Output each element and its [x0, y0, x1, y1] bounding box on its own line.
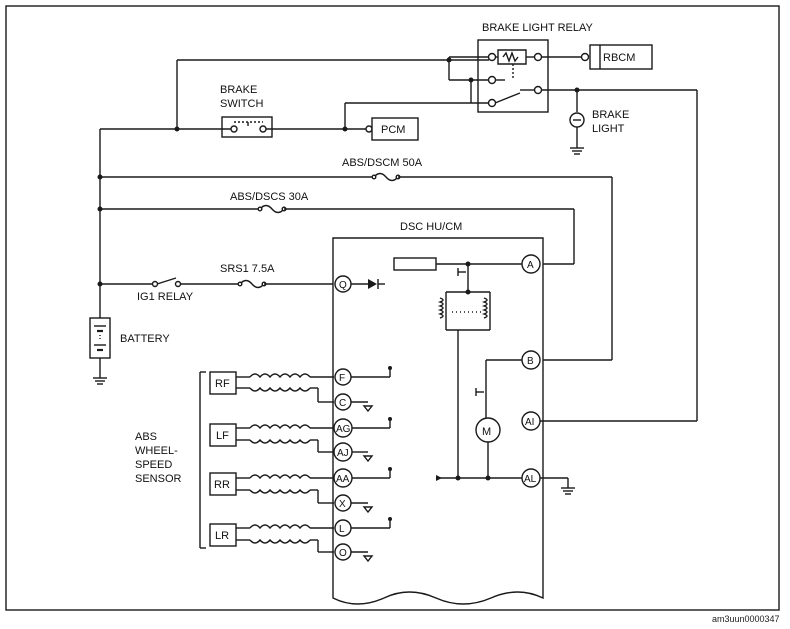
- abs-sensor-label-2: WHEEL-: [135, 445, 178, 457]
- svg-text:AL: AL: [524, 474, 537, 485]
- svg-text:A: A: [527, 260, 534, 271]
- svg-text:AG: AG: [336, 424, 351, 435]
- diagram-frame: [5, 5, 780, 611]
- abs-dscm-fuse-label: ABS/DSCM 50A: [342, 157, 423, 169]
- dsc-hucm-module: [332, 237, 544, 605]
- svg-text:F: F: [339, 373, 345, 384]
- pcm-label: PCM: [381, 124, 405, 136]
- svg-text:B: B: [527, 356, 534, 367]
- figure-code: am3uun0000347: [712, 614, 780, 624]
- diode: [368, 279, 377, 289]
- brake-light-relay-label: BRAKE LIGHT RELAY: [482, 22, 594, 34]
- fuse-50a: [373, 172, 399, 182]
- srs1-fuse-label: SRS1 7.5A: [220, 263, 275, 275]
- svg-text:RF: RF: [215, 378, 230, 390]
- brake-light-label-2: LIGHT: [592, 123, 625, 135]
- dsc-module-label: DSC HU/CM: [400, 221, 462, 233]
- svg-text:LF: LF: [216, 430, 229, 442]
- ground-symbol: [570, 147, 584, 155]
- svg-text:C: C: [339, 398, 346, 409]
- motor-label: M: [482, 426, 491, 438]
- svg-text:AJ: AJ: [337, 448, 349, 459]
- abs-sensor-label-3: SPEED: [135, 459, 172, 471]
- battery-label: BATTERY: [120, 333, 170, 345]
- svg-text:O: O: [339, 548, 347, 559]
- brake-light-label-1: BRAKE: [592, 109, 629, 121]
- rbcm-label: RBCM: [603, 52, 635, 64]
- sensor-rf: RF: [209, 371, 334, 403]
- abs-dscs-fuse-label: ABS/DSCS 30A: [230, 191, 309, 203]
- ig1-relay-switch: [156, 277, 177, 285]
- fuse-srs1: [239, 279, 265, 289]
- brake-switch-label-1: BRAKE: [220, 84, 257, 96]
- sensor-lf: LF: [209, 423, 334, 453]
- fuse-30a: [259, 204, 285, 214]
- svg-text:L: L: [339, 524, 345, 535]
- valve-coil-left: [437, 297, 444, 319]
- abs-sensor-label-1: ABS: [135, 431, 157, 443]
- sensor-rr: RR: [209, 472, 334, 504]
- internal-resistor: [393, 257, 437, 271]
- sensor-lr: LR: [209, 523, 334, 553]
- pin-a: [521, 254, 541, 274]
- valve-coil-right: [481, 297, 488, 319]
- svg-text:RR: RR: [214, 479, 230, 491]
- abs-sensor-label-4: SENSOR: [135, 473, 182, 485]
- pcm-box: [371, 117, 419, 141]
- brake-switch-label-2: SWITCH: [220, 98, 263, 110]
- ig1-relay-label: IG1 RELAY: [137, 291, 194, 303]
- svg-text:AI: AI: [525, 417, 534, 428]
- svg-text:Q: Q: [339, 280, 347, 291]
- svg-text:X: X: [339, 499, 346, 510]
- svg-text:AA: AA: [336, 474, 350, 485]
- svg-text:LR: LR: [215, 530, 229, 542]
